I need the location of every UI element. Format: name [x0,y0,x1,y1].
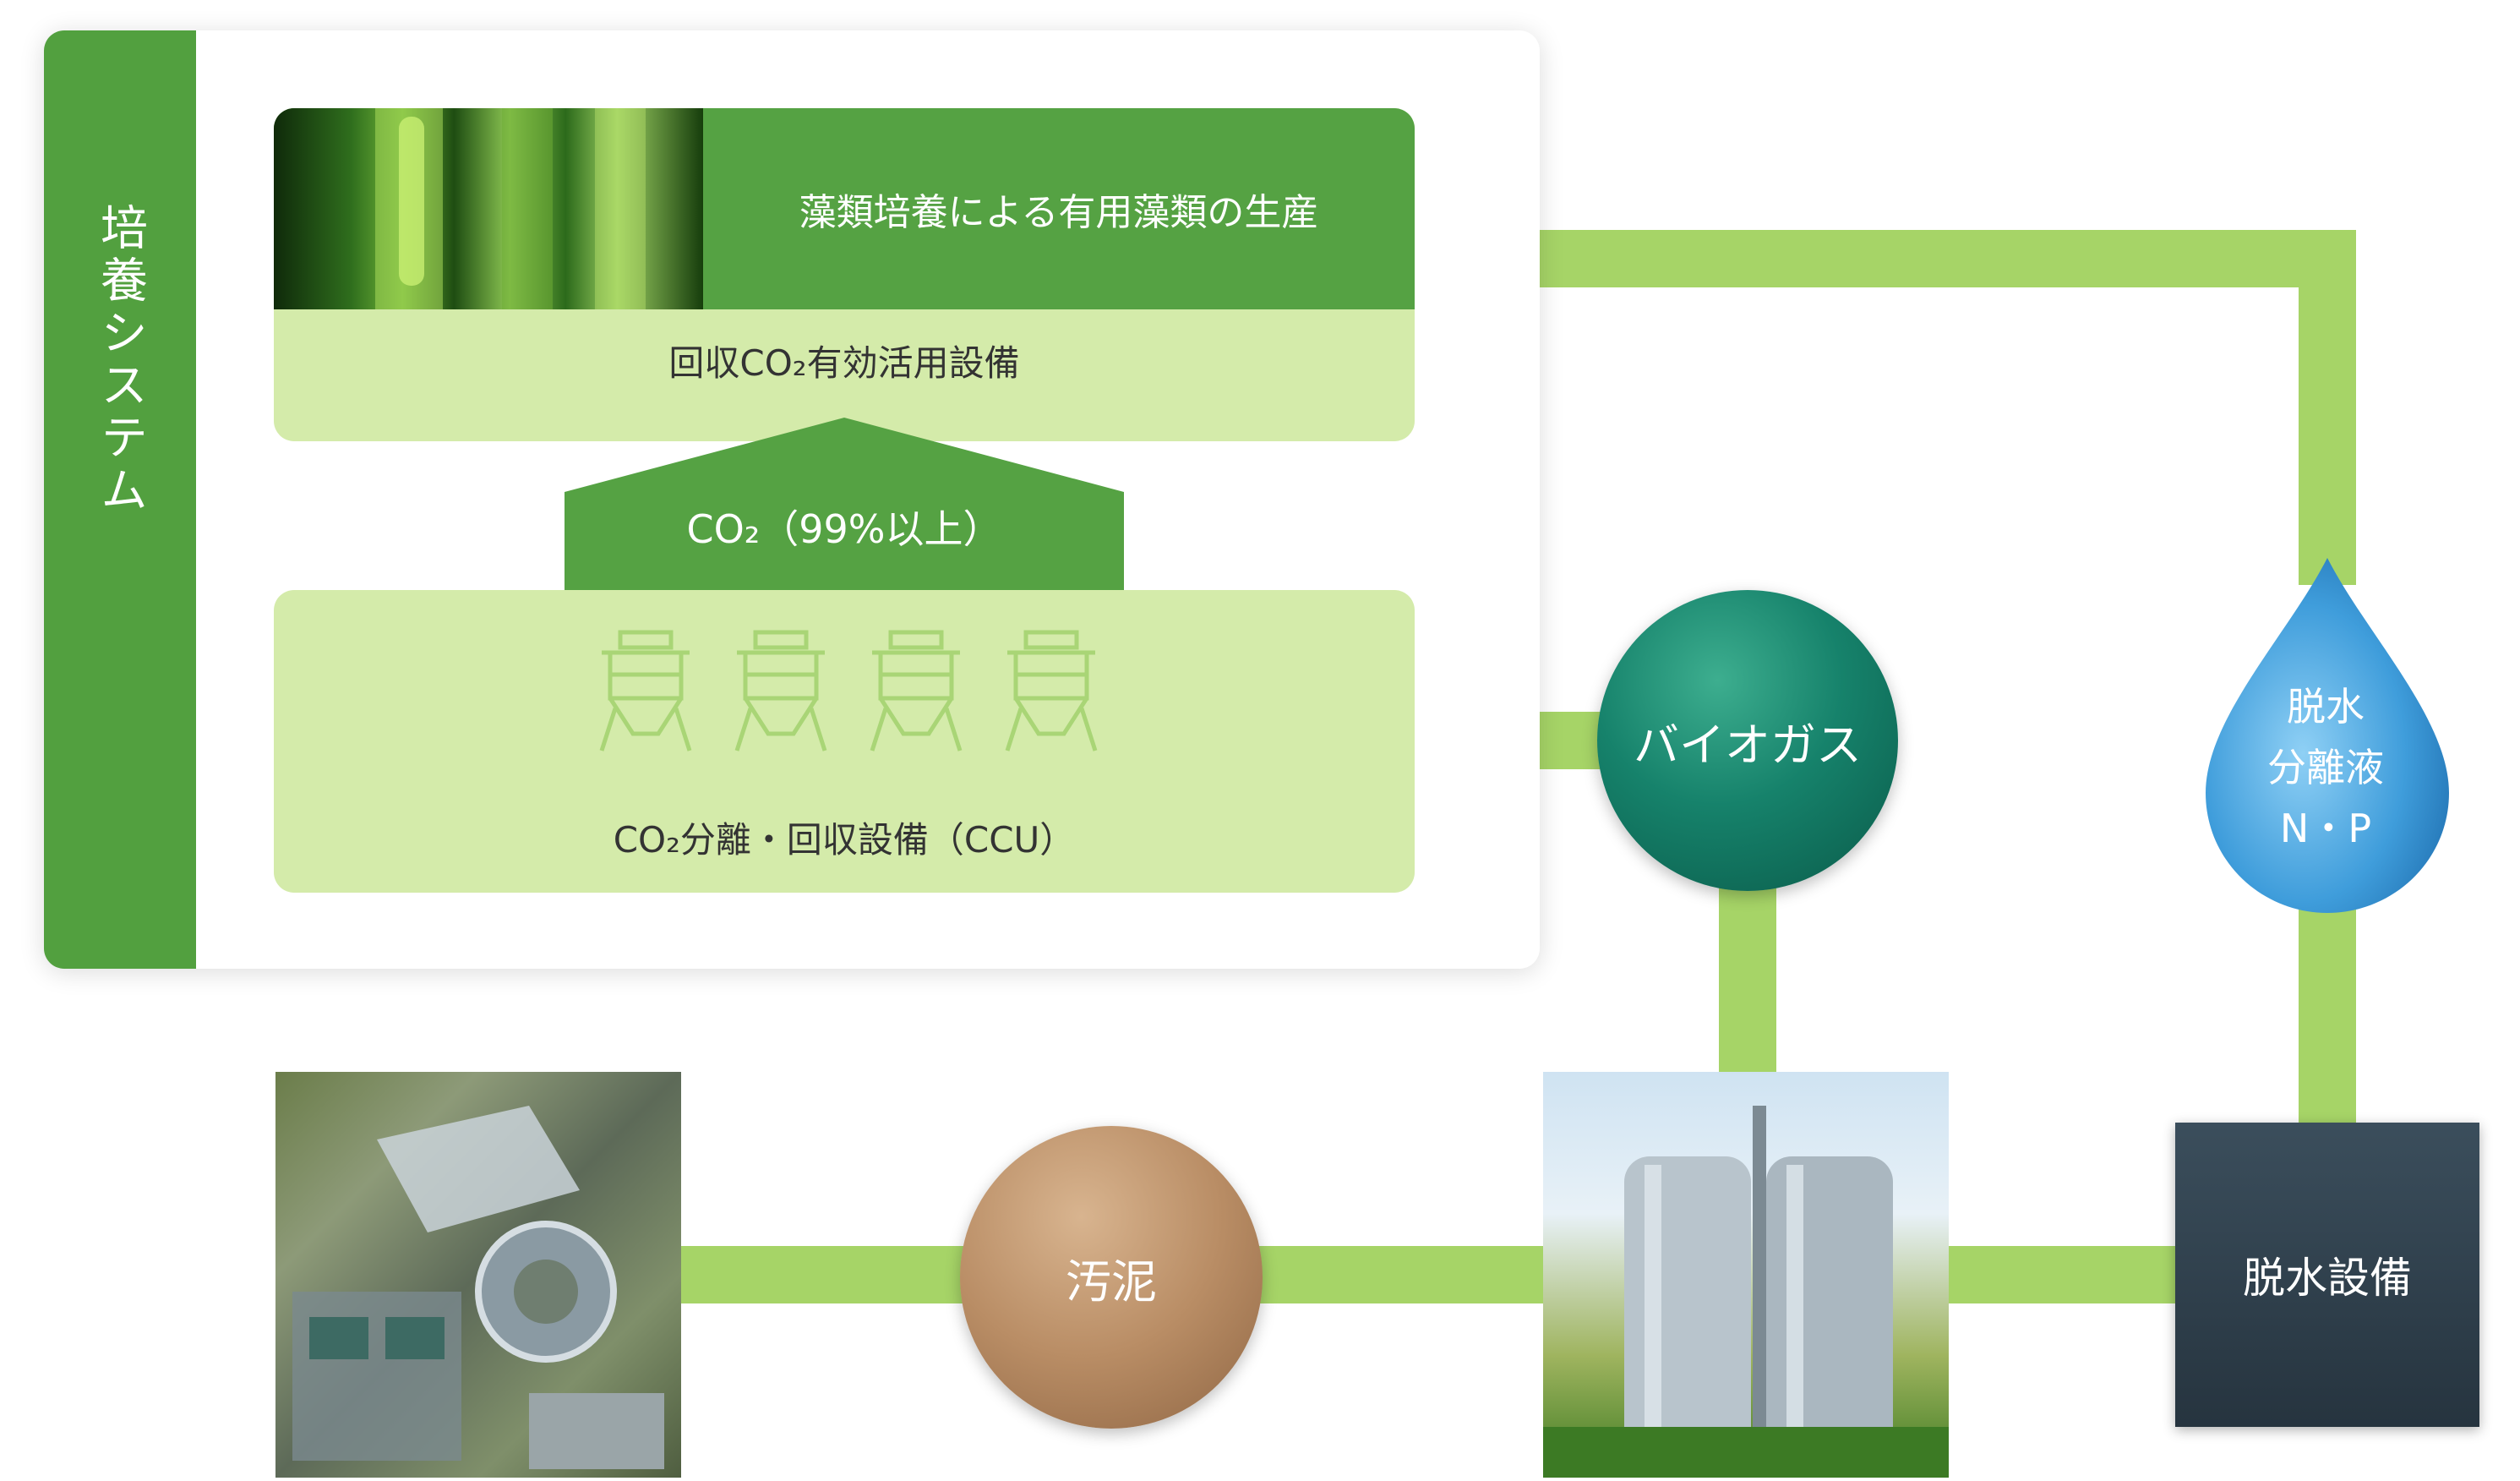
sludge-label: 汚泥 [1066,1254,1157,1309]
co2-utilization-facility-label: 回収CO₂有効活用設備 [668,342,1020,384]
culture-system-label: 培養システム [92,203,148,517]
ccu-tank-icon [734,630,827,751]
pipe-return-horizontal [1501,230,2356,287]
sewage-treatment-plant-image [275,1072,681,1478]
ccu-tank-icon [1005,630,1098,751]
co2-upward-arrow [565,418,1124,590]
co2-purity-label: CO₂（99%以上） [686,506,1002,552]
pipe-return-vertical [2299,230,2356,585]
separated-liquid-label: 脱水 分離液 N・P [2207,676,2444,859]
water-drop-icon [2206,558,2449,913]
sludge-node: 汚泥 [960,1126,1263,1429]
ccu-tank-icon [599,630,692,751]
algae-test-tube-image [274,108,703,309]
culture-system-sidebar: 培養システム [44,30,196,969]
algae-banner: 藻類培養による有用藻類の生産 [274,108,1415,309]
separated-liquid-line-2: 分離液 [2267,745,2384,790]
ccu-tank-icons [599,630,1098,751]
pipe-digester-to-dewater [1949,1246,2175,1303]
ccu-tank-icon [870,630,963,751]
ccu-block: CO₂分離・回収設備（CCU） [274,590,1415,893]
pipe-digester-to-biogas [1719,879,1776,1072]
separated-liquid-line-1: 脱水 [2287,684,2365,730]
ccu-label: CO₂分離・回収設備（CCU） [613,819,1076,861]
dewatering-equipment-box: 脱水設備 [2175,1123,2479,1427]
biogas-node: バイオガス [1597,590,1898,891]
algae-production-title: 藻類培養による有用藻類の生産 [799,191,1319,234]
culture-system-panel: 培養システム 藻類培養による有用藻類の生産 回収CO₂有効活用設備 CO₂（99… [44,30,1540,969]
dewatering-label: 脱水設備 [2243,1254,2412,1303]
biogas-label: バイオガス [1634,718,1862,772]
separated-liquid-line-3: N・P [2279,806,2372,851]
co2-utilization-block: 藻類培養による有用藻類の生産 回収CO₂有効活用設備 [274,108,1415,441]
digester-tanks-image [1543,1072,1949,1478]
pipe-dewater-up [2299,896,2356,1123]
